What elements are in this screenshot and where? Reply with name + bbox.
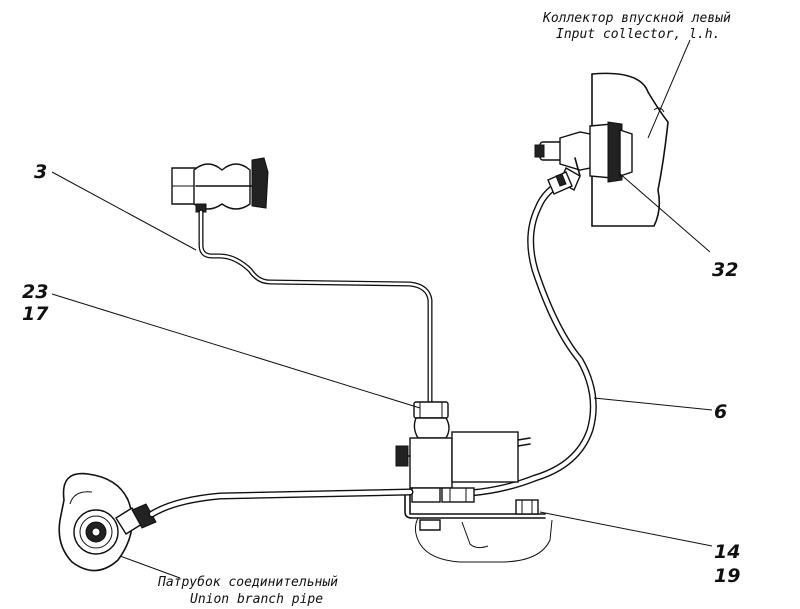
callout-32: 32 — [712, 259, 738, 281]
leader-lines — [51, 39, 713, 579]
callout-14: 14 — [714, 541, 740, 563]
union-label-ru: Патрубок соединительный — [157, 575, 338, 590]
bottom-fuel-tube — [148, 488, 414, 518]
fuel-tube-6 — [466, 171, 597, 497]
fuel-pipe-3 — [198, 209, 433, 411]
callout-17: 17 — [22, 303, 49, 325]
callout-6: 6 — [714, 401, 727, 423]
top-left-valve — [171, 157, 269, 213]
collector-label-en: Input collector, l.h. — [556, 27, 720, 42]
collector-label-ru: Коллектор впускной левый — [542, 11, 731, 26]
mounting-bracket — [404, 491, 546, 531]
collector-fitting — [534, 121, 633, 191]
central-valve-block — [395, 401, 531, 503]
engine-support — [414, 517, 553, 563]
union-branch-pipe — [58, 472, 157, 572]
callout-3: 3 — [34, 161, 47, 183]
union-label-en: Union branch pipe — [190, 592, 323, 607]
callout-19: 19 — [714, 565, 740, 587]
callout-23: 23 — [22, 281, 48, 303]
